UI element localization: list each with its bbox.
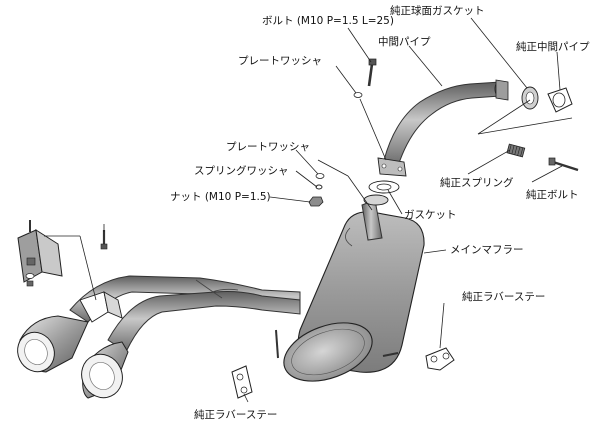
main-muffler xyxy=(283,211,425,382)
genuine-mid-pipe-flange xyxy=(547,87,573,113)
muffler-inlet-pipe xyxy=(361,194,389,241)
muffler-endcap xyxy=(283,322,373,382)
genuine-bolt xyxy=(548,157,579,172)
label-plate-washer-mid: プレートワッシャ xyxy=(226,141,310,153)
label-genuine-rubber-stay-bottom: 純正ラバーステー xyxy=(194,408,277,421)
label-spring-washer: スプリングワッシャ xyxy=(194,164,289,177)
label-genuine-spherical-gasket: 純正球面ガスケット xyxy=(390,4,485,17)
tail-pipes xyxy=(69,275,301,353)
labels: 純正球面ガスケット ボルト (M10 P=1.5 L=25) 中間パイプ 純正中… xyxy=(170,4,590,421)
label-main-muffler: メインマフラー xyxy=(450,244,524,256)
bolt-m10 xyxy=(367,58,377,87)
rubber-stay-right xyxy=(382,347,455,371)
label-genuine-bolt: 純正ボルト xyxy=(526,188,579,201)
label-plate-washer-top: プレートワッシャ xyxy=(238,55,322,67)
genuine-spring xyxy=(506,143,526,158)
tail-tip-left xyxy=(17,315,89,373)
label-genuine-mid-pipe: 純正中間パイプ xyxy=(516,40,590,53)
pipe-hanger-plate xyxy=(79,291,123,323)
label-gasket: ガスケット xyxy=(404,209,457,221)
hanger-bolt-left xyxy=(25,220,35,287)
gasket xyxy=(368,180,400,194)
label-mid-pipe: 中間パイプ xyxy=(378,35,431,48)
hanger-bolt-right xyxy=(100,230,108,250)
tail-tip-right xyxy=(81,341,129,399)
label-genuine-spring: 純正スプリング xyxy=(440,176,514,189)
spring-washer xyxy=(315,184,323,190)
mid-pipe-lower-flange xyxy=(377,157,407,177)
mid-pipe-flange xyxy=(495,79,509,101)
leader-lines xyxy=(44,17,573,403)
rubber-stay-bottom xyxy=(231,329,279,399)
hanger-bracket-left xyxy=(17,228,63,283)
plate-washer-top xyxy=(353,92,363,98)
label-nut-spec: ナット (M10 P=1.5) xyxy=(170,191,271,203)
genuine-spherical-gasket xyxy=(521,86,539,110)
nut-m10 xyxy=(308,196,324,207)
plate-washer-mid xyxy=(315,173,325,179)
label-genuine-rubber-stay-right: 純正ラバーステー xyxy=(462,290,545,303)
mid-pipe xyxy=(383,79,509,167)
label-bolt-spec: ボルト (M10 P=1.5 L=25) xyxy=(262,15,394,27)
